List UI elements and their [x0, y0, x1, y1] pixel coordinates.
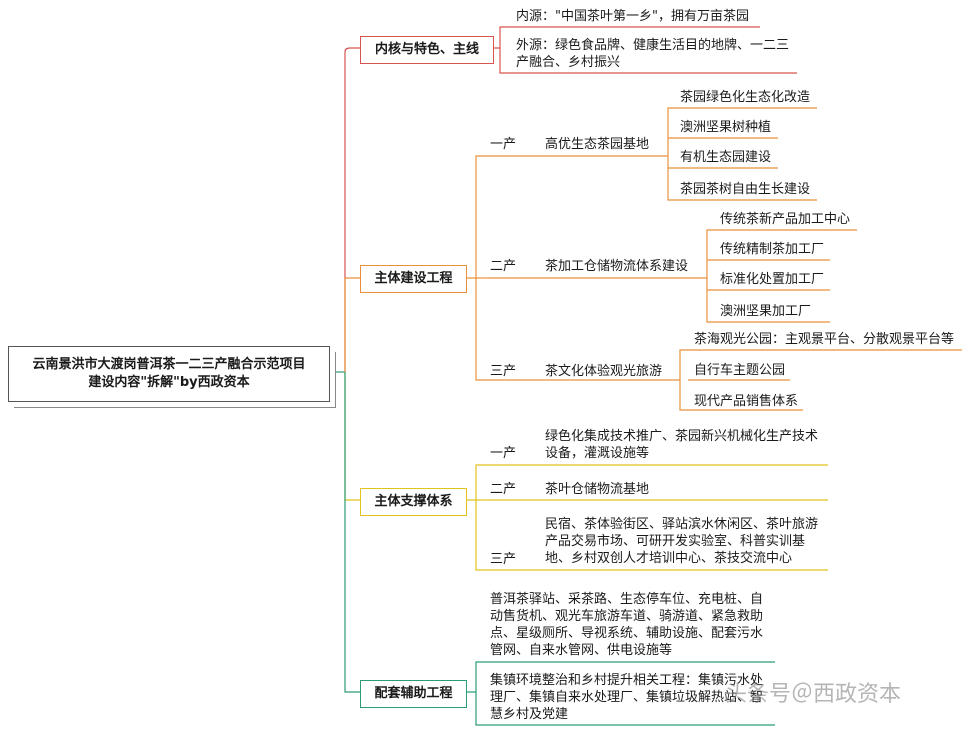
branch-main-construction[interactable]: 主体建设工程	[360, 265, 467, 293]
leaf-item[interactable]: 澳洲坚果树种植	[680, 120, 772, 135]
branch-label: 配套辅助工程	[374, 686, 453, 701]
leaf-item[interactable]: 标准化处置加工厂	[720, 272, 825, 287]
leaf-item[interactable]: 茶园茶树自由生长建设	[680, 182, 811, 197]
construction-level-name-1[interactable]: 高优生态茶园基地	[545, 137, 650, 152]
support-level-tag-1: 一产	[490, 446, 517, 461]
support-level-tag-2: 二产	[490, 482, 517, 497]
watermark: 头条号＠西政资本	[725, 676, 901, 708]
construction-level-tag-3: 三产	[490, 364, 517, 379]
construction-level-tag-2: 二产	[490, 259, 517, 274]
construction-level-name-3[interactable]: 茶文化体验观光旅游	[545, 364, 663, 379]
branch-label: 内核与特色、主线	[374, 42, 479, 57]
watermark-text: 头条号＠西政资本	[725, 682, 902, 707]
branch-auxiliary-works[interactable]: 配套辅助工程	[360, 680, 467, 708]
root-node[interactable]: 云南景洪市大渡岗普洱茶一二三产融合示范项目 建设内容"拆解"by西政资本	[8, 346, 330, 402]
leaf-item[interactable]: 现代产品销售体系	[694, 394, 799, 409]
leaf-item[interactable]: 澳洲坚果加工厂	[720, 304, 812, 319]
leaf-item[interactable]: 自行车主题公园	[694, 363, 786, 378]
core-item-external[interactable]: 外源：绿色食品牌、健康生活目的地牌、一二三产融合、乡村振兴	[516, 38, 790, 70]
branch-support-system[interactable]: 主体支撑体系	[360, 488, 467, 516]
auxiliary-item-2[interactable]: 集镇环境整治和乡村提升相关工程：集镇污水处理厂、集镇自来水处理厂、集镇垃圾解热站…	[490, 673, 764, 722]
auxiliary-item-1[interactable]: 普洱茶驿站、采茶路、生态停车位、充电桩、自动售货机、观光车旅游车道、骑游道、紧急…	[490, 592, 764, 658]
root-title-line1: 云南景洪市大渡岗普洱茶一二三产融合示范项目	[32, 357, 306, 372]
root-title-line2: 建设内容"拆解"by西政资本	[88, 375, 250, 390]
leaf-item[interactable]: 茶园绿色化生态化改造	[680, 90, 811, 105]
leaf-item[interactable]: 传统茶新产品加工中心	[720, 212, 851, 227]
support-level-tag-3: 三产	[490, 552, 517, 567]
support-level-text-3[interactable]: 民宿、茶体验街区、驿站滨水休闲区、茶叶旅游产品交易市场、可研开发实验室、科普实训…	[545, 517, 819, 566]
leaf-item[interactable]: 茶海观光公园：主观景平台、分散观景平台等	[694, 332, 955, 347]
leaf-item[interactable]: 传统精制茶加工厂	[720, 242, 825, 257]
construction-level-tag-1: 一产	[490, 137, 517, 152]
branch-label: 主体支撑体系	[374, 494, 453, 509]
support-level-text-2[interactable]: 茶叶仓储物流基地	[545, 482, 650, 497]
branch-label: 主体建设工程	[374, 271, 453, 286]
construction-level-name-2[interactable]: 茶加工仓储物流体系建设	[545, 259, 689, 274]
leaf-item[interactable]: 有机生态园建设	[680, 150, 772, 165]
core-item-internal[interactable]: 内源："中国茶叶第一乡"，拥有万亩茶园	[516, 9, 749, 24]
support-level-text-1[interactable]: 绿色化集成技术推广、茶园新兴机械化生产技术设备，灌溉设施等	[545, 429, 819, 461]
branch-core-features[interactable]: 内核与特色、主线	[360, 36, 494, 64]
